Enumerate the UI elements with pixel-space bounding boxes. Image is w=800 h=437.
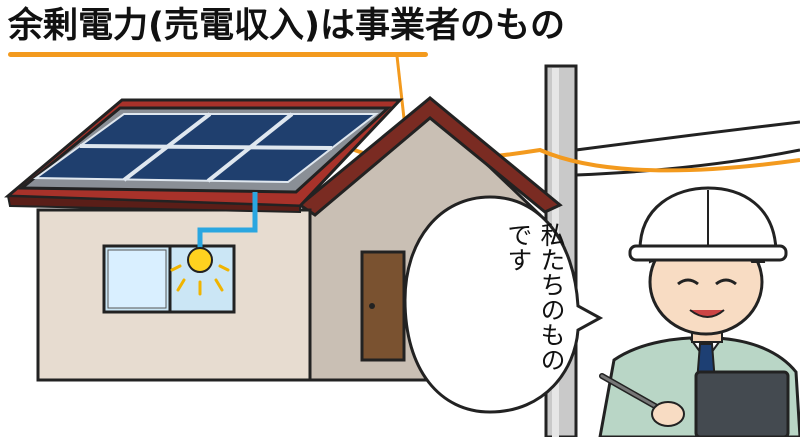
hard-hat-icon [628,186,788,262]
headline-underline [8,52,428,57]
solar-panel-icon [17,106,392,194]
light-bulb-icon [170,247,230,296]
pen-icon [599,373,685,427]
speech-bubble [403,195,604,414]
clipboard-icon [694,370,790,437]
headline: 余剰電力(売電収入)は事業者のもの [8,6,565,46]
power-line-icon [575,120,800,177]
panel-wire [197,192,258,258]
speech-bubble-text: 私たちのものです [504,222,566,372]
